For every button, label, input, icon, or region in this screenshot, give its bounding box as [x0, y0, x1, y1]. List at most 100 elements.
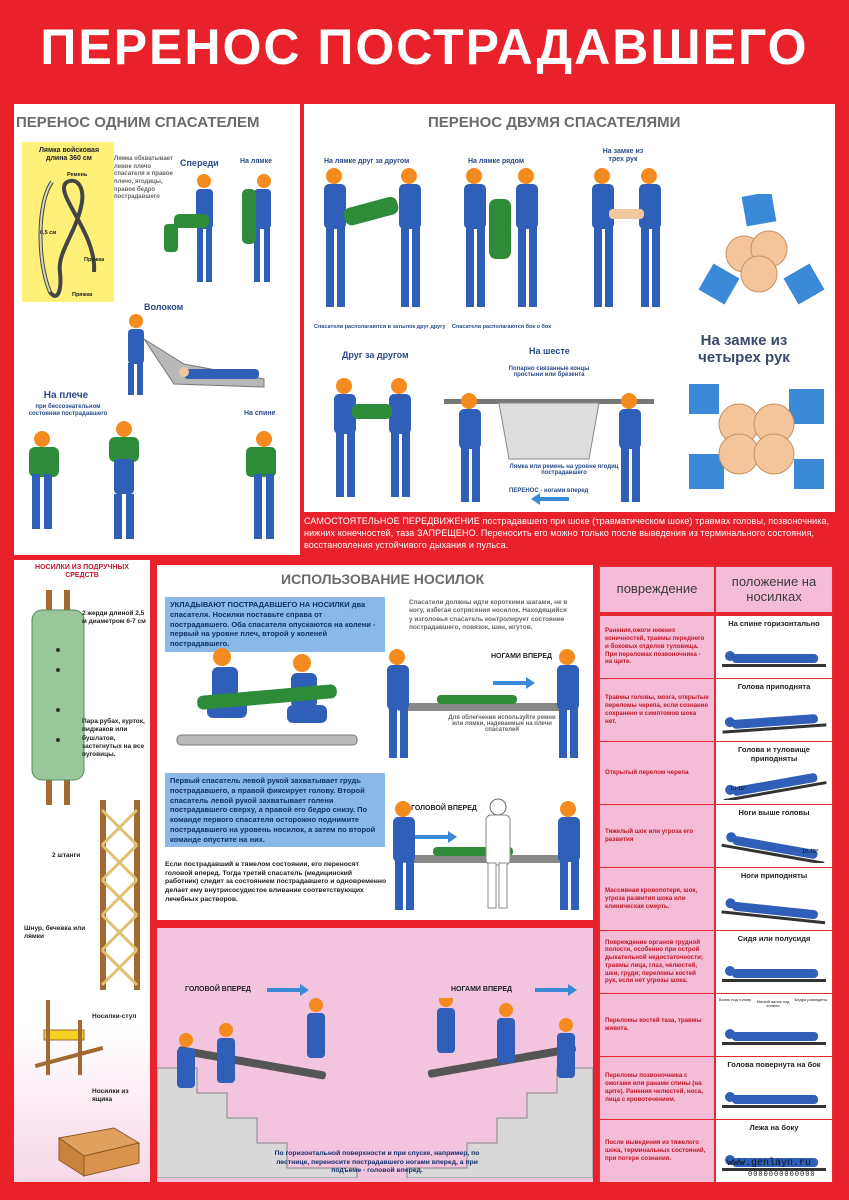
label-drag: Волоком: [144, 302, 184, 312]
poles-stretcher-illustration: [31, 590, 85, 805]
head-forward-illustration: [393, 798, 580, 910]
table-row: После выведения из тяжелого шока, термин…: [600, 1120, 832, 1182]
section-title-stretcher-use: ИСПОЛЬЗОВАНИЕ НОСИЛОК: [281, 571, 485, 587]
position-label: Сидя или полусидя: [737, 934, 811, 943]
table-row: Ранения,ожоги нижних конечностей, травмы…: [600, 616, 832, 678]
position-cell: Ноги приподняты: [716, 868, 832, 930]
injury-cell: Ранения,ожоги нижних конечностей, травмы…: [600, 616, 714, 678]
label-three-hands: На замке из трех рук: [602, 148, 644, 164]
stretcher-line: [723, 781, 827, 800]
hands-lock-bottom-illustration: [689, 384, 824, 489]
strap-part-buckle-2: Пряжка: [72, 292, 93, 298]
table-row: Переломы костей таза, травмы живота.Вали…: [600, 994, 832, 1056]
patient-position-icon: [722, 1155, 826, 1171]
patient-head: [725, 898, 736, 909]
position-label: Ноги выше головы: [738, 808, 810, 817]
shirts-note: Пара рубах, курток, пиджаков или бушлато…: [82, 718, 145, 759]
stairs-head-forward-label: ГОЛОВОЙ ВПЕРЕД: [185, 986, 251, 993]
bars-note: 2 штанги: [52, 852, 81, 859]
patient-position-icon: [722, 651, 826, 667]
stretcher-line: [722, 1105, 826, 1108]
label-shoulder-note: при бессознательном состоянии пострадавш…: [28, 404, 108, 417]
patient-position-icon: [721, 898, 826, 925]
patient-body: [732, 654, 818, 663]
position-label: Ноги приподняты: [740, 871, 808, 880]
section-title-one-rescuer: ПЕРЕНОС ОДНИМ СПАСАТЕЛЕМ: [16, 114, 260, 131]
label-strap-side: На лямке рядом: [468, 158, 525, 165]
label-four-hands: На замке из четырех рук: [698, 332, 790, 367]
patient-body: [732, 901, 818, 920]
lifting-illustration: [176, 648, 358, 746]
stretcher-line: [722, 664, 826, 667]
panel-one-rescuer: ПЕРЕНОС ОДНИМ СПАСАТЕЛЕМ Лямка войсковая…: [14, 104, 300, 555]
patient-position-icon: [722, 966, 826, 982]
stairs-legs-forward-label: НОГАМИ ВПЕРЕД: [451, 986, 512, 993]
patient-head: [726, 832, 737, 843]
position-cell: На спине горизонтально: [716, 616, 832, 678]
belts-note: Для облегчения используйте ремни или лям…: [448, 715, 556, 733]
label-one-after-another: Друг за другом: [342, 350, 409, 360]
stretcher-line: [722, 979, 826, 982]
position-label: Голова и туловище приподняты: [738, 745, 810, 763]
patient-position-icon: [723, 773, 827, 800]
chair-note: Носилки-стул: [92, 1013, 137, 1020]
stairs-head-arrow: [267, 984, 309, 996]
section-title-two-rescuers: ПЕРЕНОС ДВУМЯ СПАСАТЕЛЯМИ: [428, 114, 681, 131]
label-on-pole: На шесте: [529, 346, 570, 356]
two-rescuers-strap-illustration: [324, 168, 661, 307]
injury-cell: Повреждение органов грудной полости, осо…: [600, 931, 714, 993]
stairs-legs-arrow: [535, 984, 577, 996]
pole-note: Попарно связанные концы простыни или бре…: [508, 366, 590, 378]
injury-cell: Травмы головы, мозга, открытые переломы …: [600, 679, 714, 741]
strap-note: Лямка обхватывает левое плечо спасателя …: [114, 156, 173, 201]
patient-head: [725, 1155, 735, 1165]
injury-cell: Открытый перелом черепа: [600, 742, 714, 804]
belt-note: Лямка или ремень на уровне ягодиц постра…: [509, 464, 619, 476]
head-forward-label: ГОЛОВОЙ ВПЕРЕД: [411, 805, 477, 812]
rope-note: Шнур, бечевка или лямки: [24, 925, 86, 941]
stretcher-line: [722, 1168, 826, 1171]
chair-icon: [34, 1000, 104, 1075]
angle-label: 10-15°: [730, 786, 747, 792]
label-back: На спине: [244, 410, 276, 417]
bars-stretcher-illustration: [100, 800, 140, 990]
one-after-another-illustration: [334, 378, 411, 497]
position-cell: Голова приподнята: [716, 679, 832, 741]
patient-head: [725, 651, 735, 661]
strap-part-belt: Ремень: [67, 172, 88, 178]
website-url: www.genlayn.ru: [727, 1158, 812, 1169]
heavy-condition-note: Если пострадавший в тяжелом состоянии, е…: [165, 861, 387, 903]
stairs-illustration: [157, 998, 593, 1178]
patient-head: [725, 966, 735, 976]
table-col-injury: повреждение: [600, 567, 714, 612]
patient-body: [732, 1032, 818, 1041]
position-label: Голова приподнята: [737, 682, 811, 691]
poles-note: 2 жерди длиной 2,5 м диаметром 6-7 см: [82, 610, 146, 626]
patient-head: [725, 784, 736, 795]
table-row: Массивная кровопотеря, шок, угроза разви…: [600, 868, 832, 930]
patient-body: [732, 714, 818, 729]
position-label: Голова повернута на бок: [727, 1060, 821, 1069]
legs-forward-arrow: [493, 677, 535, 689]
direction-arrow: [539, 497, 569, 501]
injury-cell: Тяжелый шок или угроза его развития: [600, 805, 714, 867]
barcode-number: 0000000000000: [748, 1171, 816, 1179]
position-label: На спине горизонтально: [728, 619, 820, 628]
stretcher-line: [722, 723, 827, 734]
box-note: Носилки из ящика: [92, 1088, 129, 1104]
table-row: Повреждение органов грудной полости, осо…: [600, 931, 832, 993]
table-col-position: положение на носилках: [716, 567, 832, 612]
legs-forward-label: НОГАМИ ВПЕРЕД: [491, 653, 552, 660]
table-header: повреждение положение на носилках: [600, 567, 832, 612]
strap-part-width: 0,5 см: [40, 230, 57, 236]
table-row: Травмы головы, мозга, открытые переломы …: [600, 679, 832, 741]
instruction-box-lay: УКЛАДЫВАЮТ ПОСТРАДАВШЕГО НА НОСИЛКИ два …: [165, 597, 385, 652]
patient-position-icon: [722, 1029, 826, 1045]
head-forward-arrow: [415, 831, 457, 843]
patient-position-icon: [722, 1092, 826, 1108]
injury-cell: Массивная кровопотеря, шок, угроза разви…: [600, 868, 714, 930]
patient-head: [724, 717, 735, 728]
stretcher-line: [722, 1042, 826, 1045]
